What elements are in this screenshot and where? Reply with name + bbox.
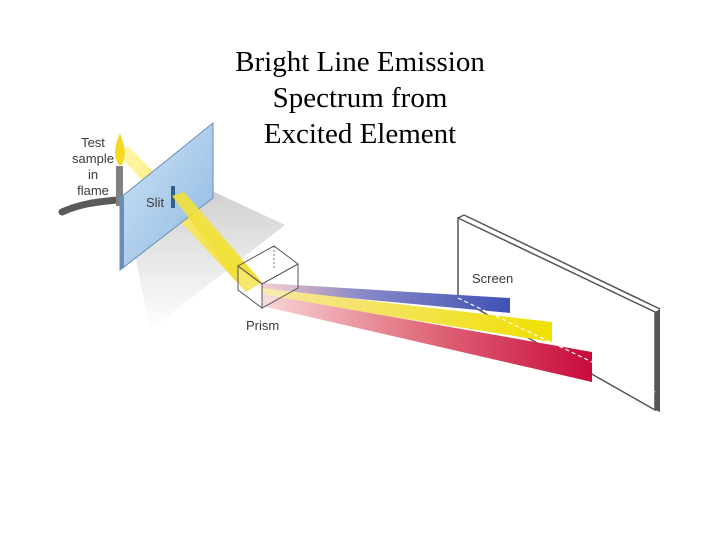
gas-hose [58,196,122,216]
yellow-spectral-band [262,288,552,342]
label-screen: Screen [472,271,513,286]
prism [237,245,299,309]
title-line-2: Spectrum from [272,82,448,114]
flame-icon [115,133,125,165]
label-test: Test [81,135,105,150]
screen-reference-line [457,297,656,393]
title-line-3: Excited Element [263,118,457,150]
label-in: in [88,167,98,182]
page-title: Bright Line Emission Spectrum from Excit… [160,44,560,152]
screen [457,214,661,412]
label-slit: Slit [146,195,164,210]
label-prism: Prism [246,318,279,333]
red-spectral-band [262,294,592,382]
burner-tube [116,166,123,206]
label-sample: sample [72,151,114,166]
blue-spectral-band [262,283,510,313]
label-flame: flame [77,183,109,198]
title-line-1: Bright Line Emission [235,46,485,78]
